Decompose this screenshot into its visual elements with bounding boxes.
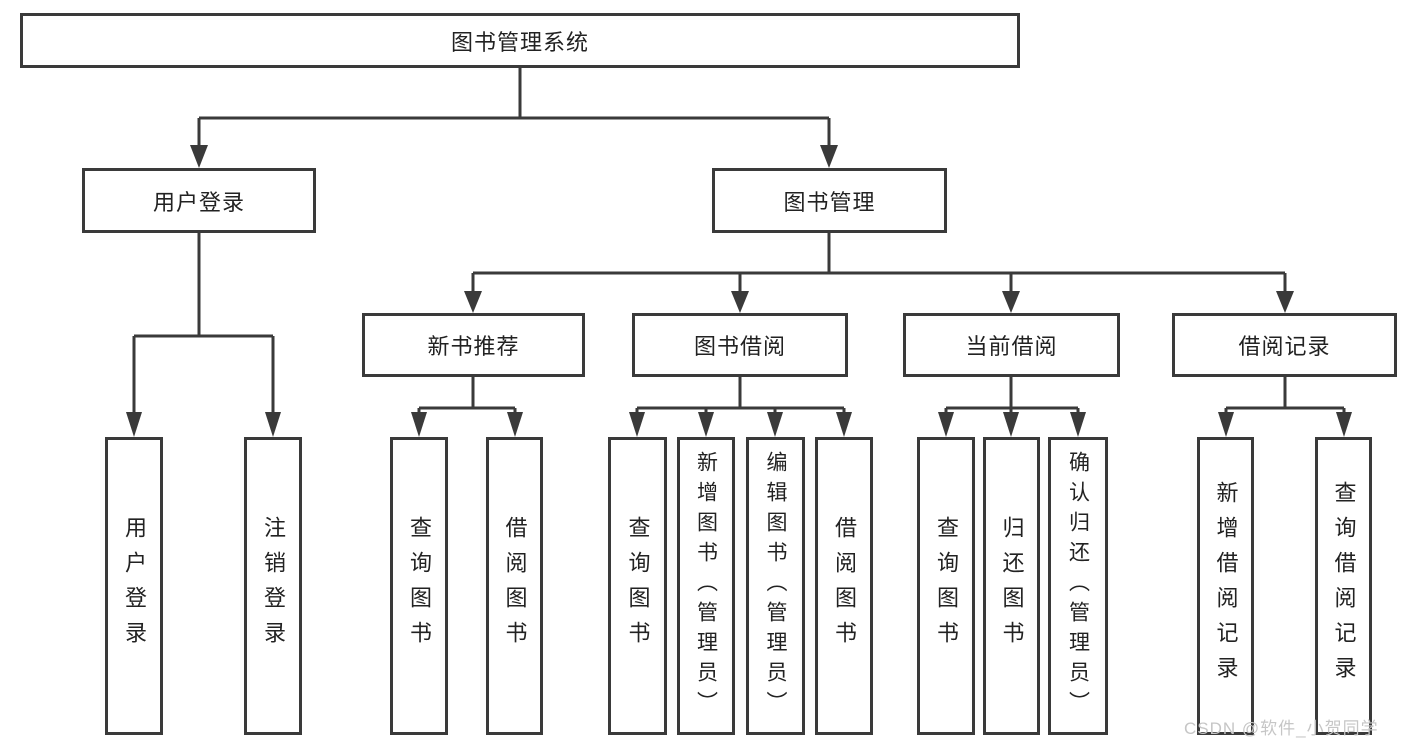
leaf-edit-books-admin: 编辑图书（管理员） <box>746 437 805 735</box>
leaf-edit-books-admin-label: 编辑图书（管理员） <box>764 451 787 721</box>
leaf-add-books-admin-label: 新增图书（管理员） <box>694 451 718 721</box>
leaf-add-borrow-record: 新增借阅记录 <box>1197 437 1254 735</box>
node-user-login: 用户登录 <box>82 168 316 233</box>
leaf-return-books-label: 归还图书 <box>999 516 1025 656</box>
leaf-confirm-return-admin: 确认归还（管理员） <box>1048 437 1108 735</box>
node-borrow-records: 借阅记录 <box>1172 313 1397 377</box>
leaf-query-books-recommend-label: 查询图书 <box>407 516 432 656</box>
leaf-borrow-books: 借阅图书 <box>815 437 873 735</box>
leaf-query-books-current-label: 查询图书 <box>934 516 959 656</box>
leaf-confirm-return-admin-label: 确认归还（管理员） <box>1066 451 1090 721</box>
leaf-user-login-label: 用户登录 <box>122 516 147 656</box>
leaf-add-books-admin: 新增图书（管理员） <box>677 437 735 735</box>
leaf-query-books-current: 查询图书 <box>917 437 975 735</box>
leaf-query-books-borrow-label: 查询图书 <box>625 516 651 656</box>
node-new-book-recommend: 新书推荐 <box>362 313 585 377</box>
leaf-return-books: 归还图书 <box>983 437 1040 735</box>
node-current-borrow: 当前借阅 <box>903 313 1120 377</box>
leaf-logout-login: 注销登录 <box>244 437 302 735</box>
leaf-borrow-books-label: 借阅图书 <box>832 516 857 656</box>
leaf-query-books-recommend: 查询图书 <box>390 437 448 735</box>
csdn-watermark: CSDN @软件_小贺同学 <box>1184 719 1379 738</box>
node-root: 图书管理系统 <box>20 13 1020 68</box>
leaf-query-books-borrow: 查询图书 <box>608 437 667 735</box>
node-book-management: 图书管理 <box>712 168 947 233</box>
leaf-borrow-books-recommend: 借阅图书 <box>486 437 543 735</box>
leaf-borrow-books-recommend-label: 借阅图书 <box>502 516 528 656</box>
leaf-logout-login-label: 注销登录 <box>261 516 286 656</box>
leaf-query-borrow-record-label: 查询借阅记录 <box>1331 481 1357 691</box>
leaf-user-login: 用户登录 <box>105 437 163 735</box>
leaf-add-borrow-record-label: 新增借阅记录 <box>1213 481 1239 691</box>
leaf-query-borrow-record: 查询借阅记录 <box>1315 437 1372 735</box>
node-book-borrow: 图书借阅 <box>632 313 848 377</box>
